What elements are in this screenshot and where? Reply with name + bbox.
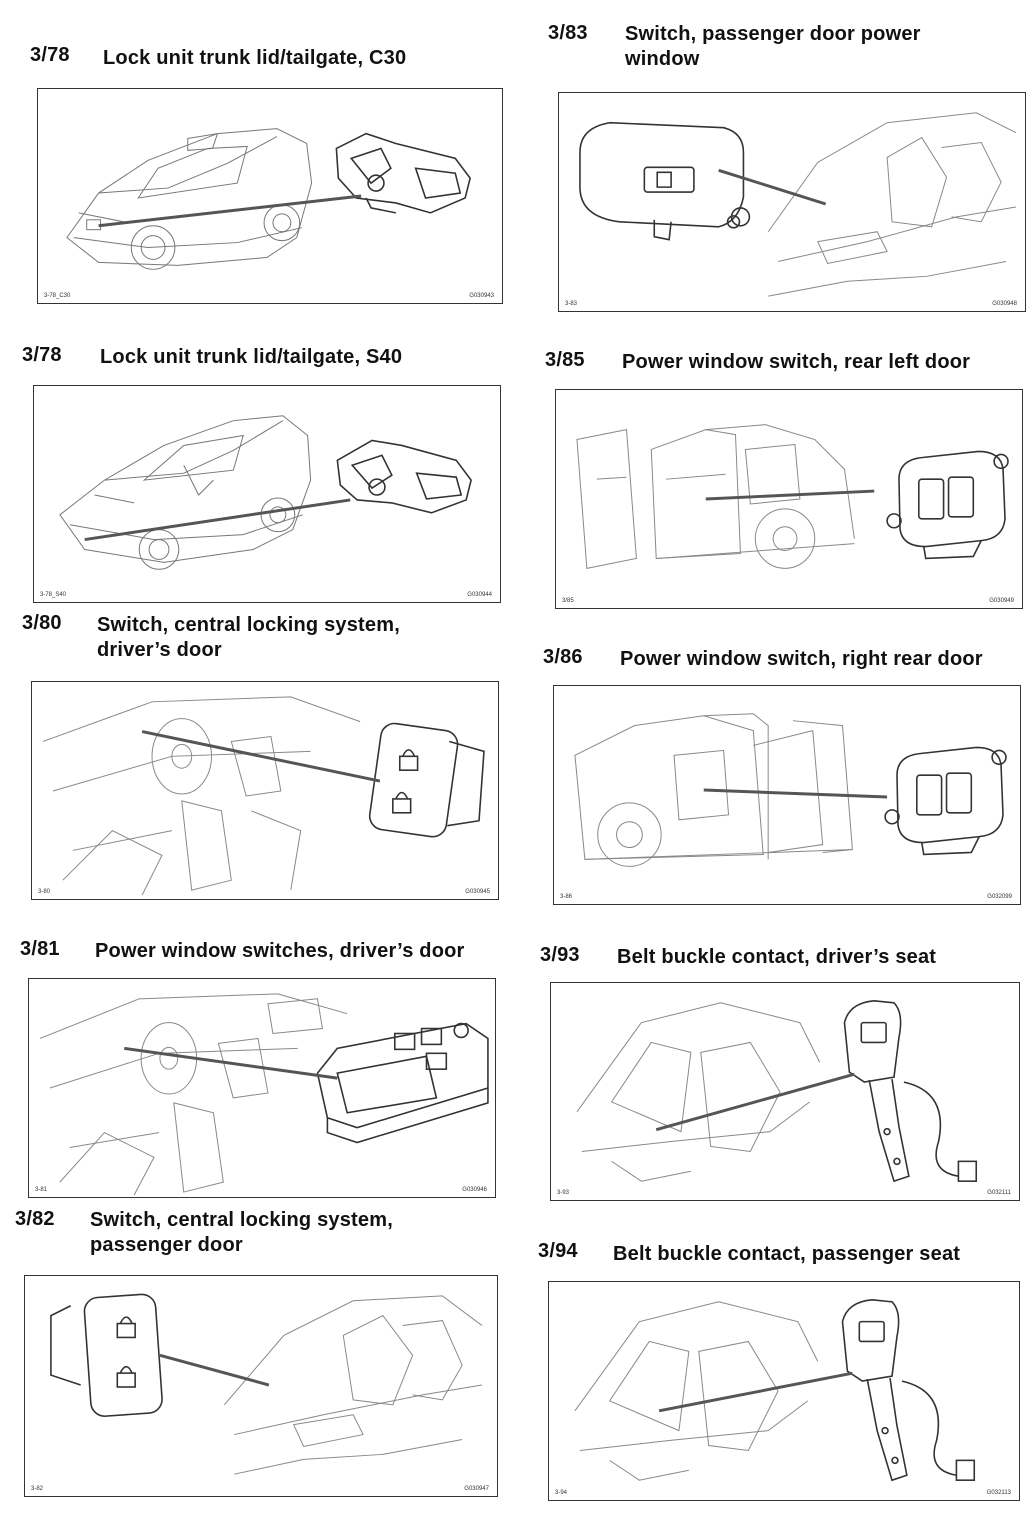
belt-buckle-part xyxy=(841,1299,976,1482)
figure-ref-left: 3-81 xyxy=(35,1187,48,1193)
illustration-panel: 3-78_S40 G030944 xyxy=(33,385,501,603)
part-title: Lock unit trunk lid/tailgate, C30 xyxy=(103,47,407,69)
part-code: 3/94 xyxy=(538,1240,578,1262)
power-window-switch-part xyxy=(579,121,751,241)
lock-unit-part xyxy=(336,439,472,514)
part-title: Switch, central locking system, passenge… xyxy=(90,1209,393,1256)
part-code: 3/86 xyxy=(543,646,583,668)
driver-seat-cabin-illustration xyxy=(576,1000,978,1183)
figure-ref-left: 3-86 xyxy=(560,894,573,900)
figure-ref-right: G030948 xyxy=(992,301,1017,307)
figure-ref-right: G032111 xyxy=(987,1190,1011,1196)
illustration-panel: 3-86 G032099 xyxy=(553,685,1021,905)
part-title: Lock unit trunk lid/tailgate, S40 xyxy=(100,346,403,368)
part-title: Switch, central locking system, driver’s… xyxy=(97,614,400,661)
car-hatchback-illustration xyxy=(66,128,471,270)
illustration-panel: 3-78_C30 G030943 xyxy=(37,88,503,304)
figure-ref-left: 3-94 xyxy=(555,1490,568,1496)
part-code: 3/80 xyxy=(22,612,62,634)
figure-ref-right: G032099 xyxy=(987,894,1012,900)
part-title: Switch, passenger door power window xyxy=(625,23,921,70)
part-title: Power window switch, right rear door xyxy=(620,648,983,670)
part-code: 3/78 xyxy=(22,344,62,366)
illustration-panel: 3-94 G032113 xyxy=(548,1281,1020,1501)
illustration-panel: 3-83 G030948 xyxy=(558,92,1026,312)
central-lock-switch-part xyxy=(368,722,485,838)
figure-ref-right: G030944 xyxy=(467,592,492,598)
figure-ref-right: G030949 xyxy=(989,598,1014,604)
figure-ref-right: G030946 xyxy=(462,1187,487,1193)
figure-ref-left: 3-83 xyxy=(565,301,578,307)
power-window-switch-part xyxy=(884,746,1007,856)
driver-interior-illustration xyxy=(42,696,485,896)
figure-ref-left: 3-78_S40 xyxy=(40,592,67,598)
rear-left-door-illustration xyxy=(576,424,1009,569)
passenger-interior-illustration xyxy=(50,1293,483,1475)
part-code: 3/78 xyxy=(30,44,70,66)
central-lock-switch-part xyxy=(50,1293,163,1417)
figure-ref-left: 3/85 xyxy=(562,598,574,604)
illustration-panel: 3-80 G030945 xyxy=(31,681,499,900)
part-code: 3/82 xyxy=(15,1208,55,1230)
car-sedan-illustration xyxy=(59,415,472,570)
passenger-seat-illustration xyxy=(579,112,1017,297)
power-window-switch-part xyxy=(886,450,1009,560)
part-title: Belt buckle contact, driver’s seat xyxy=(617,946,937,968)
right-rear-door-illustration xyxy=(574,713,1007,867)
figure-ref-left: 3-93 xyxy=(557,1190,570,1196)
lock-unit-part xyxy=(335,132,471,214)
power-window-switch-panel-part xyxy=(316,1022,489,1144)
figure-ref-left: 3-82 xyxy=(31,1486,44,1492)
part-code: 3/93 xyxy=(540,944,580,966)
illustration-panel: 3-93 G032111 xyxy=(550,982,1020,1201)
driver-door-interior-illustration xyxy=(39,993,489,1196)
figure-ref-right: G030943 xyxy=(469,293,494,299)
figure-ref-right: G032113 xyxy=(986,1490,1011,1496)
illustration-panel: 3-82 G030947 xyxy=(24,1275,498,1497)
illustration-panel: 3-81 G030946 xyxy=(28,978,496,1198)
passenger-seat-cabin-illustration xyxy=(574,1299,976,1482)
belt-buckle-part xyxy=(843,1000,978,1183)
figure-ref-right: G030945 xyxy=(465,889,490,895)
figure-ref-right: G030947 xyxy=(464,1486,489,1492)
part-code: 3/83 xyxy=(548,22,588,44)
figure-ref-left: 3-80 xyxy=(38,889,51,895)
part-title: Belt buckle contact, passenger seat xyxy=(613,1243,961,1265)
illustration-panel: 3/85 G030949 xyxy=(555,389,1023,609)
part-title: Power window switches, driver’s door xyxy=(95,940,465,962)
part-code: 3/85 xyxy=(545,349,585,371)
figure-ref-left: 3-78_C30 xyxy=(44,293,71,299)
part-title: Power window switch, rear left door xyxy=(622,351,971,373)
part-code: 3/81 xyxy=(20,938,60,960)
